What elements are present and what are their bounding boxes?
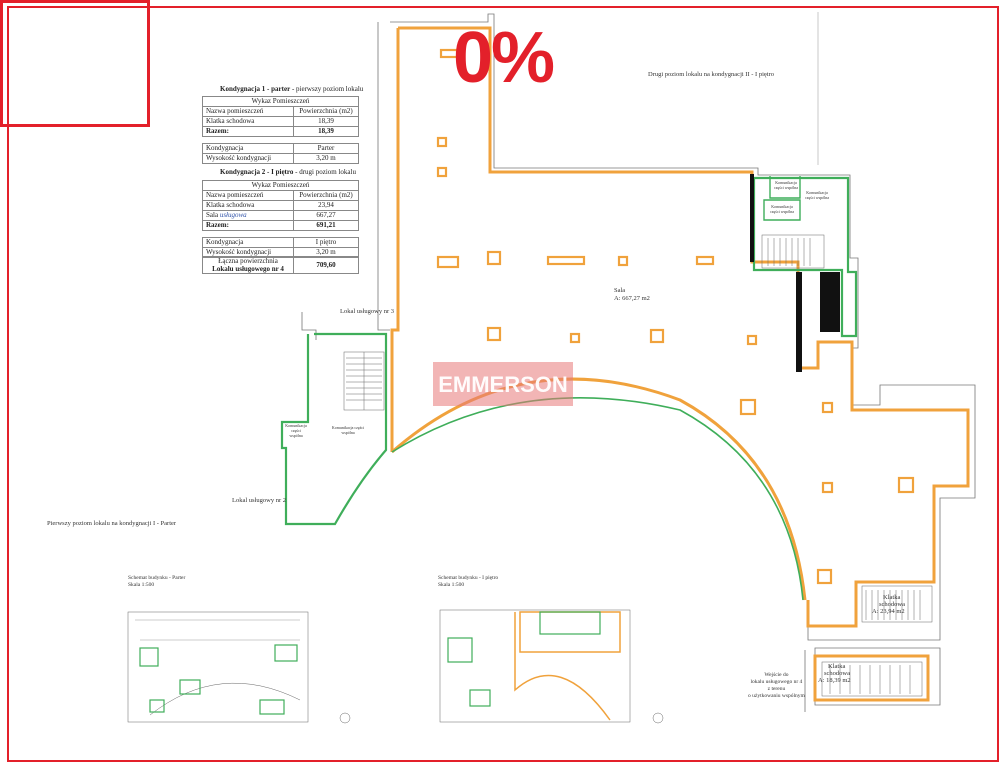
lokal3-label: Lokal usługowy nr 3	[340, 308, 394, 315]
watermark-logo: EMMERSON	[433, 362, 573, 406]
watermark-text: EMMERSON	[438, 372, 568, 397]
level1-label: Pierwszy poziom lokalu na kondygnacji I …	[47, 520, 177, 527]
klatka-bottom-name: Klatka	[828, 663, 846, 670]
table2-title: Kondygnacja 2 - I piętro - drugi poziom …	[220, 168, 356, 176]
level2-label: Drugi poziom lokalu na kondygnacji II - …	[648, 71, 774, 78]
schematic-parter	[127, 611, 351, 724]
klatka-top-name: Klatka	[883, 594, 901, 601]
komunikacja-label-top2: Komunikacja części wspólna	[804, 190, 830, 200]
table1-title: Kondygnacja 1 - parter - pierwszy poziom…	[220, 85, 364, 93]
handwritten-note: usługowa	[219, 211, 247, 219]
columns	[436, 48, 915, 585]
komunikacja-label-top3: Komunikacja części wspólna	[769, 204, 795, 214]
komunikacja-label-top: Komunikacja części wspólna	[773, 180, 799, 190]
table2-caption: Wykaz Pomieszczeń	[202, 180, 359, 191]
building-outline	[301, 12, 976, 712]
table-row: Razem:18,39	[202, 126, 359, 137]
stairs-left	[343, 351, 385, 411]
klatka-top-area: A: 23,94 m2	[872, 608, 905, 615]
table1-caption: Wykaz Pomieszczeń	[202, 96, 359, 107]
walls	[750, 174, 840, 372]
common-area-outline	[280, 176, 858, 601]
klatka-bottom-sub: schodowa	[824, 670, 850, 677]
badge-text: 0%	[452, 18, 555, 98]
klatka-bottom-area: A: 18,39 m2	[818, 677, 851, 684]
sala-label: Sala	[614, 287, 626, 294]
stairs-bottom	[821, 585, 933, 697]
komunikacja-label-small: Komunikacja części wspólna	[285, 423, 307, 438]
schematic-pietro	[439, 609, 664, 724]
klatka-top-sub: schodowa	[879, 601, 905, 608]
table-row: Razem:691,21	[202, 220, 359, 231]
sala-area: A: 667,27 m2	[614, 295, 650, 302]
komunikacja-label-left: Komunikacja części wspólna	[331, 425, 365, 435]
stairs-top	[761, 234, 825, 269]
lokal2-label: Lokal usługowy nr 2	[232, 497, 286, 504]
